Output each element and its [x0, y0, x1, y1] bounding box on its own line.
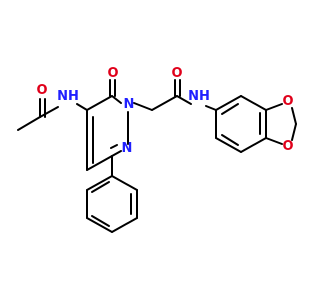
label-o-amide: O — [171, 66, 182, 81]
phenyl-group — [86, 155, 138, 233]
label-o-acetyl: O — [36, 83, 47, 98]
atom-labels: O NH O N N O NH O O — [36, 66, 293, 156]
label-o-ring: O — [107, 66, 118, 81]
pyridazinone-ring — [86, 79, 129, 171]
label-o-dioxole-top: O — [282, 94, 293, 109]
benzodioxole-group — [215, 95, 297, 153]
label-o-dioxole-bottom: O — [282, 139, 293, 154]
molecule-structure: O NH O N N O NH O O — [17, 66, 297, 233]
acetyl-group — [17, 98, 59, 131]
label-nh-acetamide: NH — [57, 89, 79, 104]
label-n2-ring: N — [122, 141, 133, 156]
label-nh-amide: NH — [188, 89, 210, 104]
label-n1-ring: N — [124, 97, 135, 112]
linker-amide — [133, 79, 217, 111]
